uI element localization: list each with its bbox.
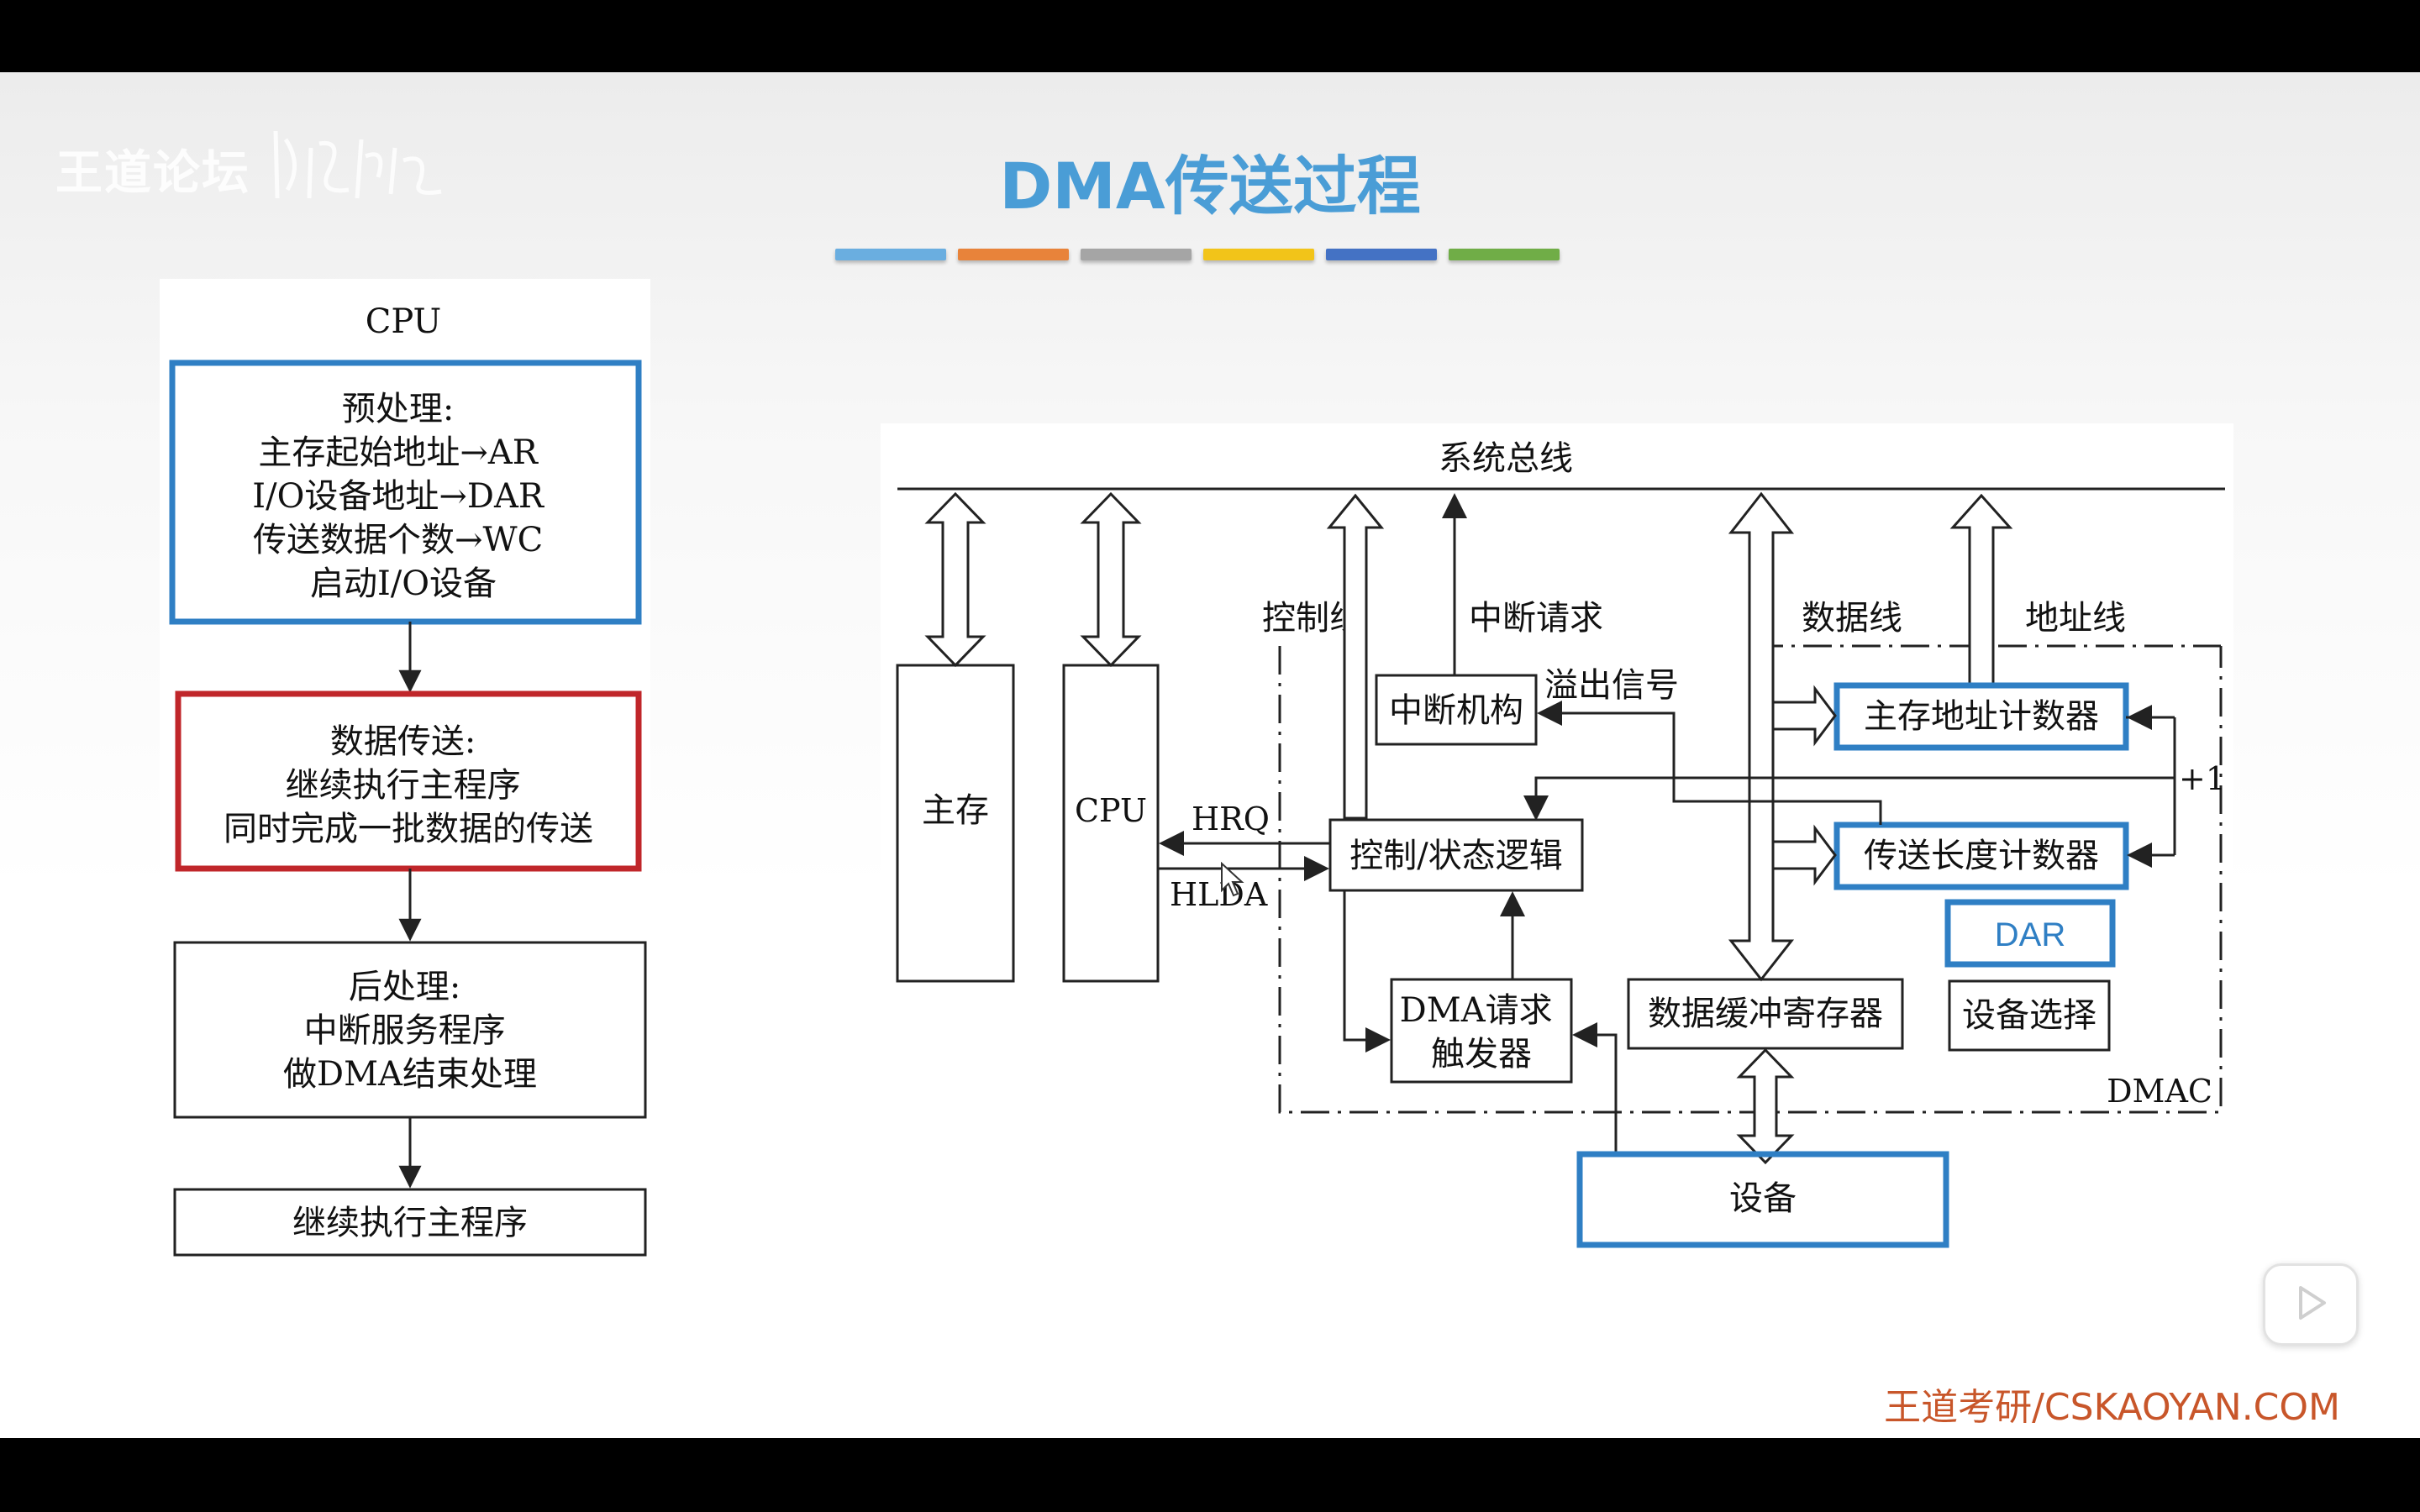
memory-bus-arrow — [924, 491, 986, 668]
dma-trigger-line: DMA请求 — [1400, 991, 1553, 1030]
color-bar-segment — [835, 249, 946, 260]
device-select-label: 设备选择 — [1962, 996, 2096, 1035]
data-buffer-label: 数据缓冲寄存器 — [1648, 995, 1883, 1033]
watermark-text: 王道论坛 — [55, 146, 250, 201]
logic-to-trigger-line — [1343, 890, 1391, 1053]
color-bar-segment — [1449, 249, 1560, 260]
device-label: 设备 — [1729, 1179, 1797, 1218]
final-box-label: 继续执行主程序 — [292, 1204, 528, 1242]
watermark-signature — [273, 130, 442, 199]
system-bus-label: 系统总线 — [1439, 439, 1573, 478]
transfer-box — [175, 690, 642, 872]
preprocess-line: 传送数据个数→WC — [253, 521, 543, 559]
cpu-bus-arrow — [1080, 491, 1142, 668]
postprocess-line: 中断服务程序 — [304, 1011, 506, 1050]
address-line-label: 地址线 — [2025, 599, 2126, 638]
svg-text:数据传送: 继续执行主程序 同时完成: 数据传送: 继续执行主程序 同时完成一批数据的传送 — [224, 722, 593, 848]
dmac-boundary — [1278, 646, 2223, 1114]
color-bar-segment — [1203, 249, 1314, 260]
device-to-trigger-line — [1572, 1022, 1618, 1152]
data-line-label: 数据线 — [1802, 599, 1902, 638]
dma-trigger-line: 触发器 — [1431, 1035, 1532, 1074]
data-to-addr-arrow — [1771, 685, 1837, 747]
preprocess-line: 启动I/O设备 — [310, 564, 497, 603]
main-memory-label: 主存 — [922, 791, 989, 830]
dma-trigger-box — [1390, 978, 1573, 1084]
preprocess-box — [169, 360, 642, 625]
transfer-line: 数据传送: — [330, 722, 476, 761]
play-icon — [2299, 1286, 2326, 1320]
dar-label: DAR — [1995, 916, 2065, 953]
color-bar-segment — [958, 249, 1069, 260]
preprocess-line: I/O设备地址→DAR — [252, 477, 545, 516]
interrupt-request-label: 中断请求 — [1469, 599, 1603, 638]
dma-flowchart: CPU 预处理: 主存起始地址→AR I/O设备地址→DAR 传送数据个数→WC… — [160, 279, 650, 1257]
svg-text:DMA请求 触发器: DMA请求 触发器 — [1400, 991, 1564, 1074]
title-color-bar — [835, 249, 1560, 260]
buffer-device-arrow — [1736, 1047, 1795, 1165]
device-select-box — [1948, 979, 2111, 1052]
device-box — [1576, 1151, 1949, 1248]
dmac-label: DMAC — [2107, 1073, 2212, 1110]
postprocess-line: 做DMA结束处理 — [283, 1055, 537, 1094]
address-counter-label: 主存地址计数器 — [1864, 697, 2099, 736]
data-to-length-arrow — [1771, 824, 1837, 886]
final-box — [173, 1188, 647, 1257]
preprocess-line: 主存起始地址→AR — [258, 433, 539, 472]
control-logic-box — [1328, 818, 1584, 892]
slide-title: DMA传送过程 — [999, 149, 1421, 223]
slide: 王道论坛 DMA传送过程 CPU 预处理: 主存起始地址→AR I/O设备地址→… — [0, 72, 2420, 1438]
overflow-signal-line — [1537, 701, 1882, 825]
overflow-signal-label: 溢出信号 — [1544, 666, 1679, 705]
length-counter-label: 传送长度计数器 — [1864, 837, 2099, 875]
svg-text:预处理: 主存起始地址→AR I/O: 预处理: 主存起始地址→AR I/O设备地址→DAR 传送数据个数→WC 启动I… — [252, 390, 554, 603]
dar-box — [1944, 899, 2116, 968]
interrupt-unit-box — [1375, 674, 1538, 746]
counter-to-logic-line — [1523, 776, 2175, 821]
color-bar-segment — [1326, 249, 1437, 260]
play-button[interactable] — [2263, 1263, 2359, 1346]
interrupt-unit-label: 中断机构 — [1389, 691, 1523, 730]
control-logic-label: 控制/状态逻辑 — [1349, 837, 1562, 875]
transfer-line: 继续执行主程序 — [286, 766, 521, 805]
preprocess-line: 预处理: — [342, 390, 454, 428]
transfer-line: 同时完成一批数据的传送 — [224, 810, 593, 848]
color-bar-segment — [1081, 249, 1192, 260]
footer-brand: 王道考研/CSKAOYAN.COM — [1884, 1386, 2340, 1429]
cpu-label: CPU — [1075, 792, 1147, 829]
dma-structure-diagram: 系统总线 DMAC 主存 CPU 控制线 中断请求 数据线 地址线 中断机构 溢… — [881, 423, 2233, 1255]
flow-cpu-label: CPU — [366, 302, 442, 341]
control-line-arrow — [1326, 493, 1385, 820]
hrq-label: HRQ — [1192, 801, 1270, 837]
postprocess-line: 后处理: — [349, 968, 460, 1006]
length-counter-box — [1833, 822, 2129, 890]
hlda-label: HLDA — [1170, 876, 1268, 913]
svg-text:后处理: 中断服务程序 做DMA结束: 后处理: 中断服务程序 做DMA结束处理 — [283, 968, 537, 1094]
mouse-cursor-icon — [1221, 862, 1244, 897]
plus-one-label: +1 — [2179, 760, 2226, 797]
